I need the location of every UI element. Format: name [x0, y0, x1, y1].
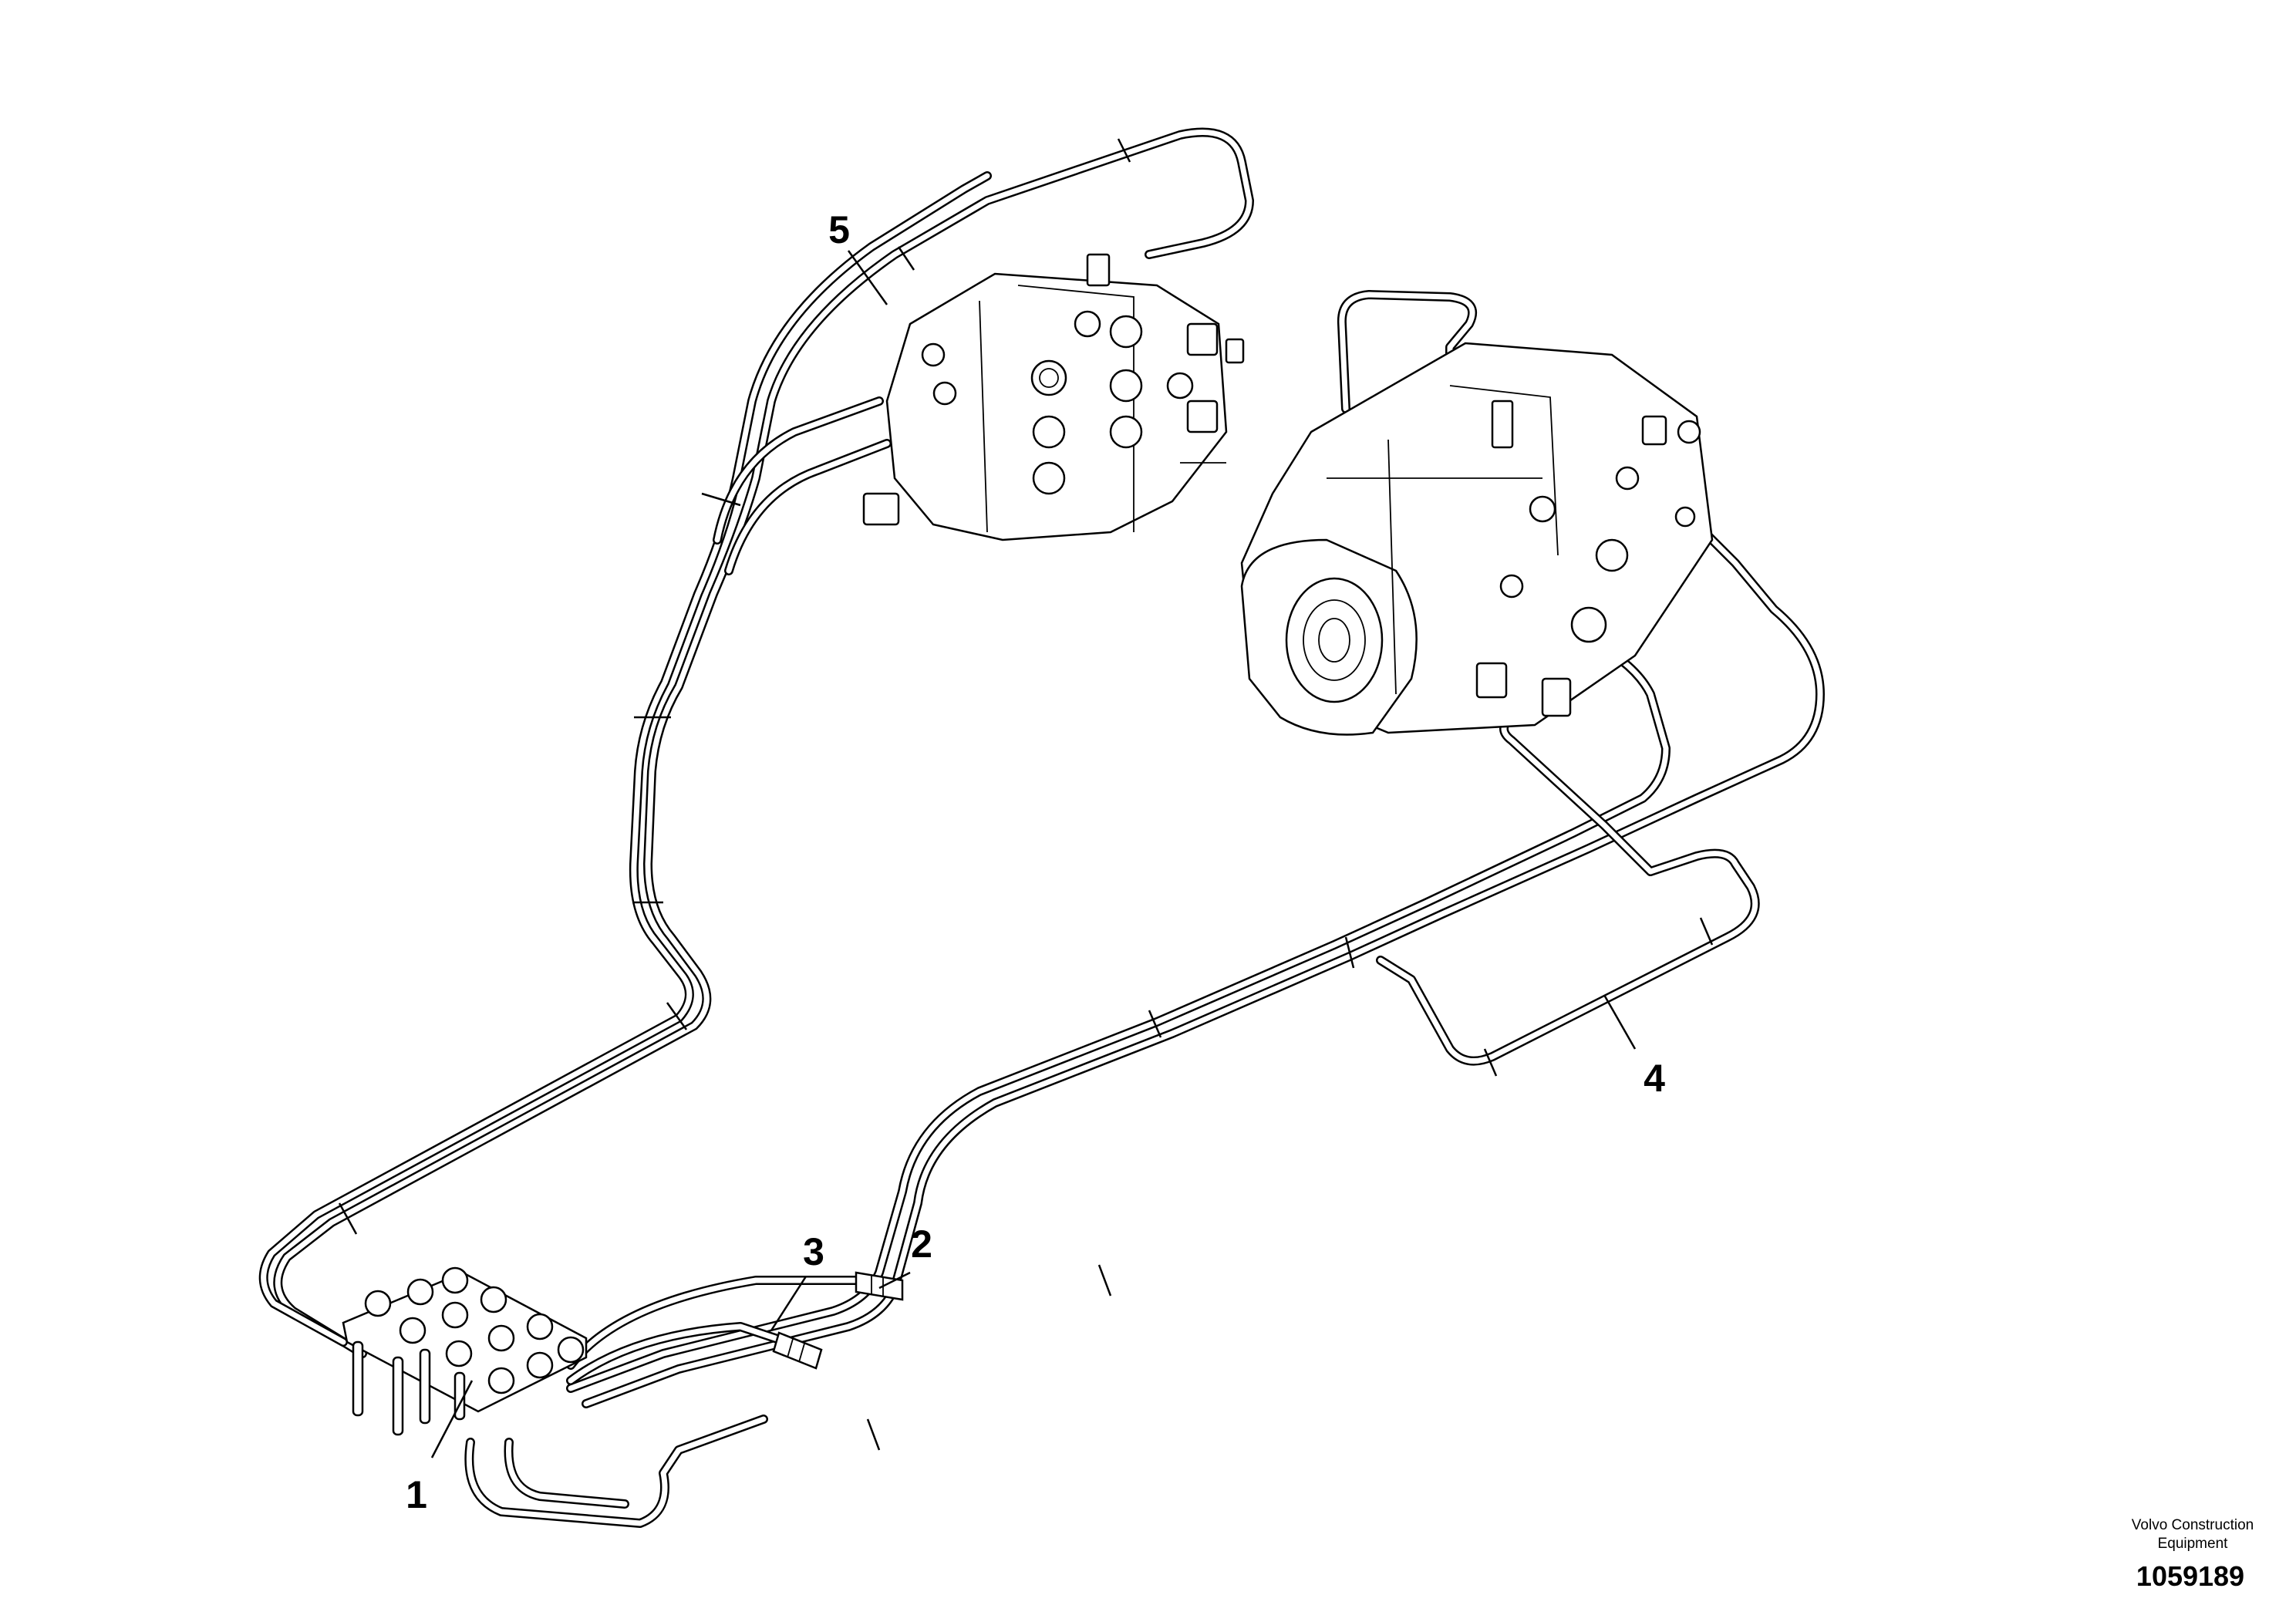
distribution-manifold — [342, 1266, 588, 1436]
pipe-to-control-valve-b — [258, 171, 992, 1347]
manifold-fittings — [364, 1266, 585, 1394]
leader-5 — [847, 250, 888, 305]
leader-4 — [1603, 994, 1637, 1050]
pipe-clamps — [338, 138, 1714, 1451]
pipe-loop-item-4 — [1376, 705, 1760, 1066]
brand-line-1: Volvo Construction — [2132, 1517, 2254, 1533]
control-valve-block — [862, 253, 1245, 541]
brand-line-2: Equipment — [2158, 1536, 2229, 1552]
pump-assembly — [1240, 342, 1714, 736]
callout-1: 1 — [406, 1473, 427, 1516]
quick-coupling-3 — [772, 1331, 823, 1370]
leader-1 — [430, 1380, 474, 1458]
callout-4: 4 — [1644, 1057, 1665, 1100]
callout-2: 2 — [911, 1222, 932, 1266]
leader-lines — [430, 250, 1637, 1458]
leader-2 — [878, 1271, 911, 1290]
title-block: Volvo Construction Equipment 1059189 — [2132, 1517, 2254, 1592]
callout-labels: 1 2 3 4 5 — [406, 208, 1665, 1516]
leader-3 — [770, 1276, 807, 1331]
document-number: 1059189 — [2136, 1560, 2244, 1592]
hose-lower-loop-b — [504, 1438, 629, 1509]
callout-5: 5 — [828, 208, 850, 251]
callout-3: 3 — [803, 1230, 824, 1273]
